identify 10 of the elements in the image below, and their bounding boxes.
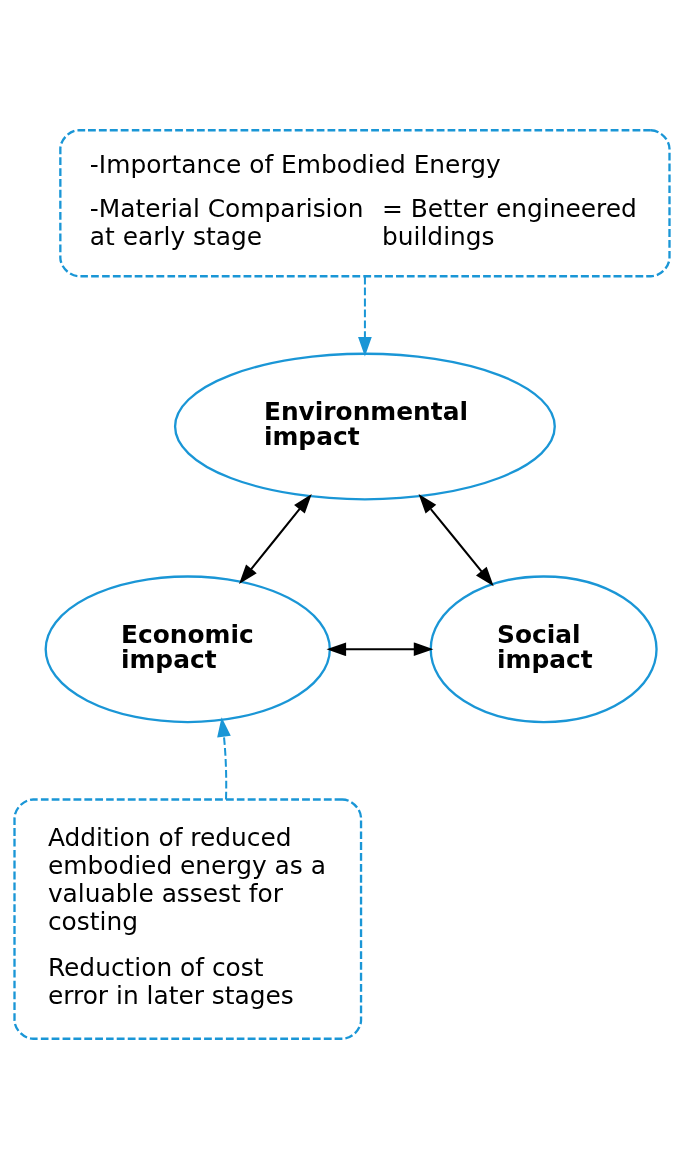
node-ellipse: Social impact — [429, 574, 658, 723]
node-box: -Importance of Embodied Energy -Material Comparision at early stage = Better engineered buildings — [59, 128, 671, 277]
arrow — [326, 641, 434, 656]
arrow — [239, 493, 312, 584]
arrow — [217, 716, 231, 799]
node-box: Addition of reduced embodied energy as a valuable assest for costing Reduction of cost error in later stages — [13, 797, 363, 1040]
node-ellipse: Economic impact — [44, 574, 331, 723]
arrow — [358, 276, 372, 356]
node-ellipse: Environmental impact — [173, 352, 556, 500]
arrow — [418, 493, 494, 586]
